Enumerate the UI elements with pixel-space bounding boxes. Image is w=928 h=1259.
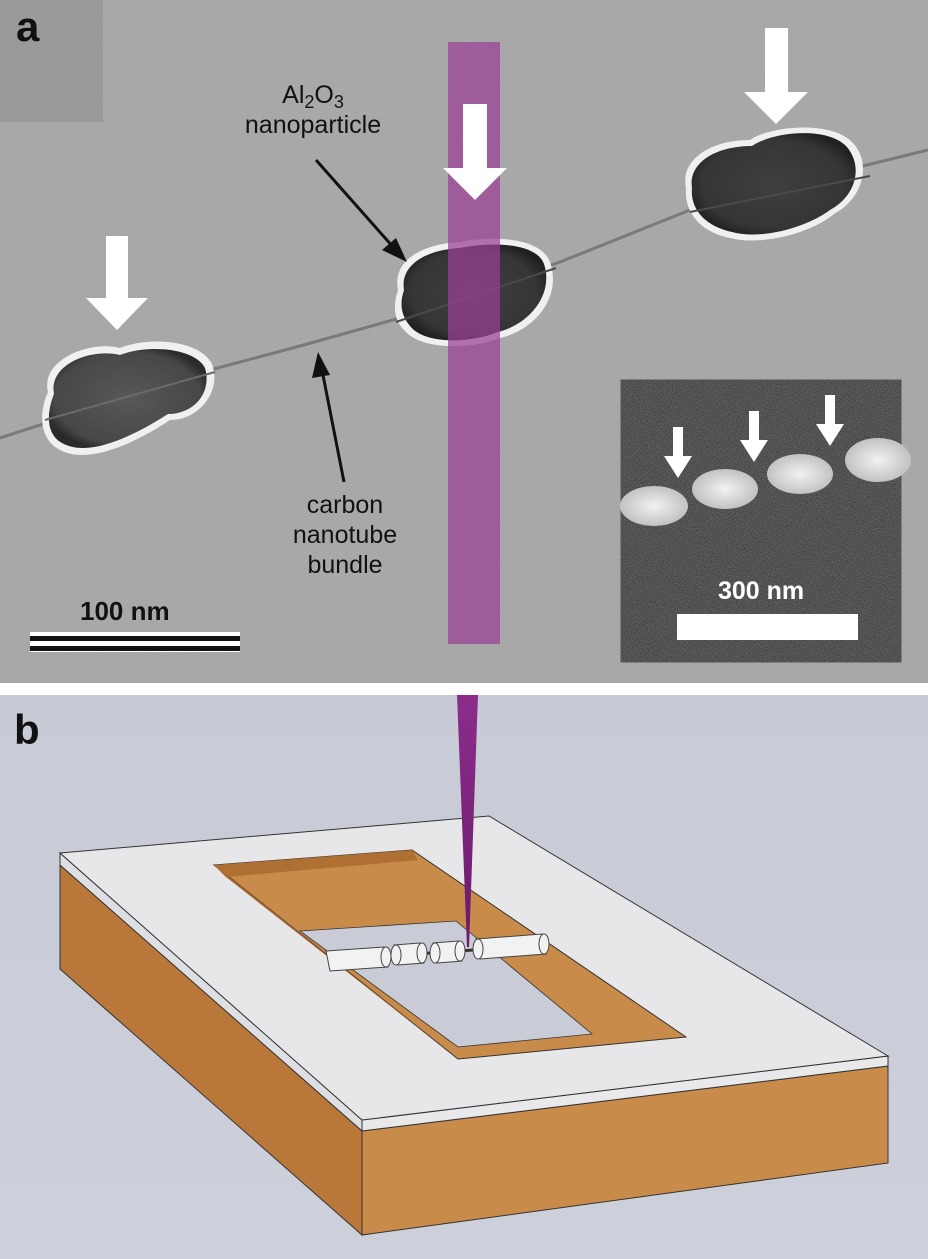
tube-label: carbon nanotube bundle	[275, 490, 415, 580]
tube-label-line3: bundle	[307, 551, 383, 579]
particle-label-line2: nanoparticle	[244, 111, 382, 139]
white-arrow-right	[744, 28, 808, 124]
white-arrow-middle	[443, 104, 507, 200]
inset-stem-image	[620, 379, 911, 663]
nanotube-with-particles	[325, 933, 550, 972]
particle-formula: Al2O3	[282, 81, 344, 112]
tube-label-line1: carbon	[306, 491, 384, 519]
panel-a-letter: a	[16, 3, 40, 50]
tube-pointer-line	[320, 369, 346, 483]
inset-particle-2	[692, 469, 758, 509]
nanoparticle-right	[685, 127, 871, 241]
inset-arrow-1	[664, 427, 692, 478]
particle-label: Al2O3 nanoparticle	[228, 80, 398, 140]
device-schematic	[0, 695, 928, 1259]
tube-pointer-head	[312, 352, 330, 378]
tem-micrograph	[0, 0, 928, 683]
inset-particle-1	[620, 486, 688, 526]
particle-pointer-head	[382, 238, 407, 262]
nanoparticle-left	[42, 341, 216, 455]
white-arrow-left	[86, 236, 148, 330]
panel-b-letter: b	[14, 706, 40, 753]
inset-scale-bar	[677, 614, 858, 640]
inset-particle-3	[767, 454, 833, 494]
inset-particle-4	[845, 438, 911, 482]
inset-scale-bar-label: 300 nm	[718, 577, 805, 605]
tube-label-line2: nanotube	[292, 521, 398, 549]
corner-patch	[0, 0, 103, 122]
scale-bar-100nm	[30, 632, 240, 652]
inset-arrow-2	[740, 411, 768, 462]
particle-pointer-line	[314, 159, 396, 249]
scale-bar-label: 100 nm	[80, 596, 170, 626]
panel-a-tem-image: a Al2O3 nanoparticle carbon nanotube bun…	[0, 0, 928, 683]
inset-arrow-3	[816, 395, 844, 446]
panel-b-schematic: b	[0, 695, 928, 1259]
electron-beam-cone	[457, 695, 478, 947]
